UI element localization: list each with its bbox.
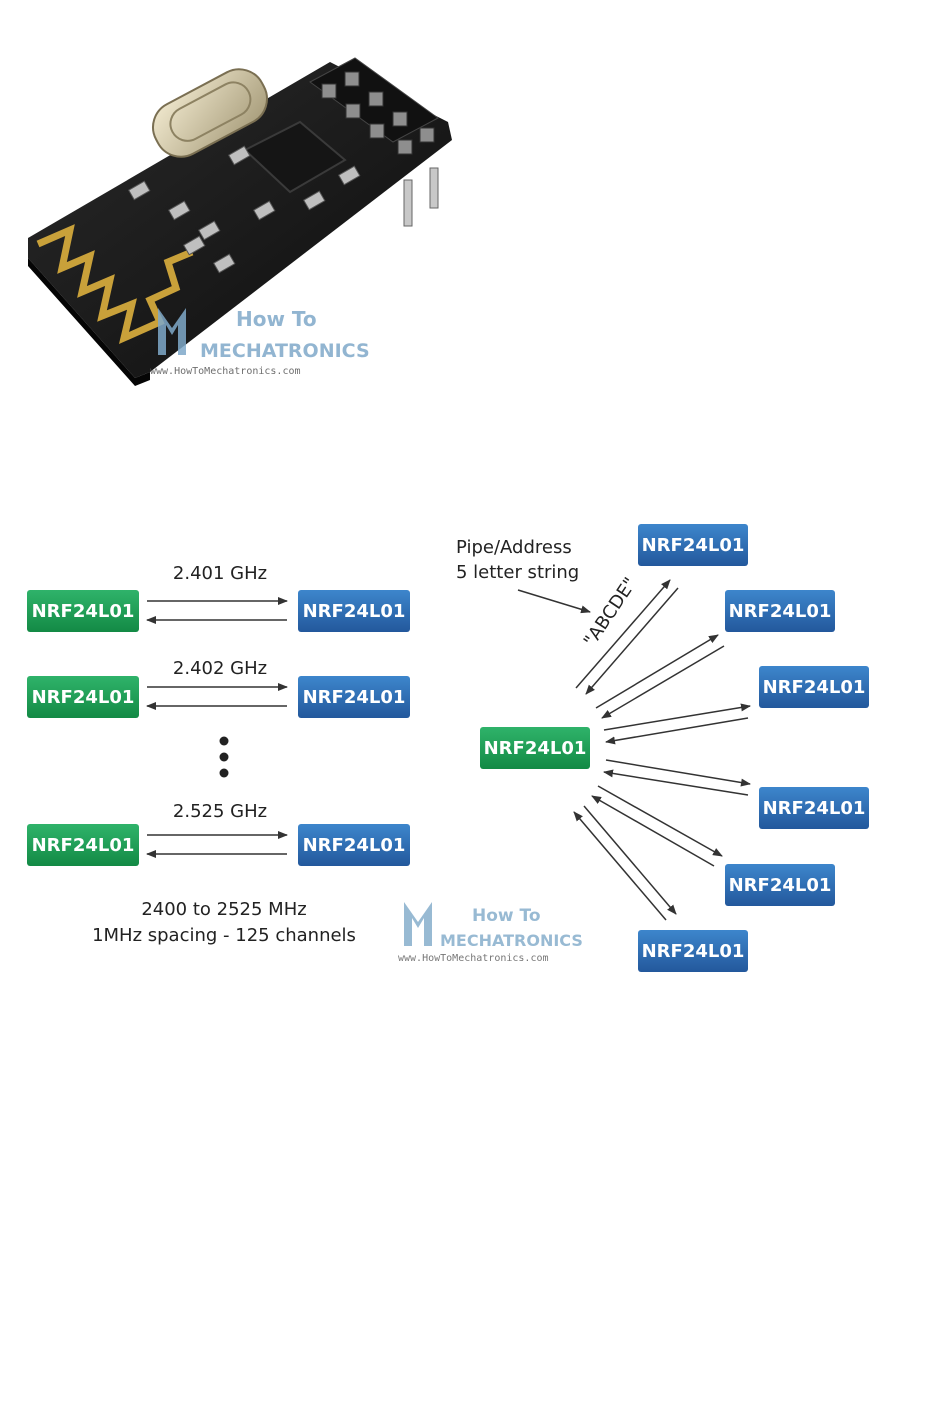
pipes-diagram: Pipe/Address 5 letter string "ABCDE" NRF…	[456, 524, 869, 972]
ellipsis-dots	[219, 736, 229, 778]
peer-nrf-box	[759, 666, 869, 708]
peer-nrf-box	[638, 524, 748, 566]
transceiver-chip	[243, 120, 347, 194]
peer-nrf-box	[759, 787, 869, 829]
peer-nrf-box	[725, 590, 835, 632]
peer-nrf-label: NRF24L01	[763, 677, 866, 698]
nrf-box-transmitter	[27, 590, 139, 632]
nrf-box-label: NRF24L01	[32, 835, 135, 856]
photo-watermark: How To MECHATRONICS www.HowToMechatronic…	[150, 307, 370, 377]
peer-nrf-label: NRF24L01	[729, 875, 832, 896]
channel-row: 2.401 GHz NRF24L01 NRF24L01	[27, 563, 410, 632]
peer-nrf-box	[638, 930, 748, 972]
diagram-watermark-line1: How To	[472, 906, 541, 926]
pcb-board	[28, 62, 452, 378]
pipe-note-line1: Pipe/Address	[456, 537, 572, 558]
smd-components	[128, 145, 361, 274]
photo-watermark-line1: How To	[236, 307, 317, 331]
mechatronics-logo-icon	[404, 902, 432, 946]
nrf-box-label: NRF24L01	[32, 687, 135, 708]
channels-diagram: 2.401 GHz NRF24L01 NRF24L01 2.402 GHz NR…	[27, 563, 410, 946]
nrf-box-transmitter	[27, 824, 139, 866]
channels-caption-line1: 2400 to 2525 MHz	[141, 899, 306, 920]
crystal-oscillator	[152, 68, 268, 158]
pipe-note-pointer-arrow	[517, 589, 591, 614]
central-nrf-box	[480, 727, 590, 769]
frequency-label: 2.525 GHz	[173, 801, 267, 822]
diagram-watermark-url: www.HowToMechatronics.com	[398, 953, 549, 964]
central-nrf-label: NRF24L01	[484, 738, 587, 759]
peer-nrf-label: NRF24L01	[642, 535, 745, 556]
frequency-label: 2.402 GHz	[173, 658, 267, 679]
pipe-arrows	[573, 579, 751, 921]
nrf24l01-module-photo: How To MECHATRONICS www.HowToMechatronic…	[28, 57, 452, 386]
nrf-box-receiver	[298, 824, 410, 866]
nrf-box-label: NRF24L01	[303, 601, 406, 622]
peer-nrf-label: NRF24L01	[763, 798, 866, 819]
photo-watermark-line2: MECHATRONICS	[200, 340, 370, 362]
nrf-box-label: NRF24L01	[303, 687, 406, 708]
peer-nrf-box	[725, 864, 835, 906]
photo-watermark-url: www.HowToMechatronics.com	[150, 366, 301, 377]
peer-nrf-label: NRF24L01	[729, 601, 832, 622]
nrf-box-receiver	[298, 590, 410, 632]
nrf-box-receiver	[298, 676, 410, 718]
antenna-trace	[36, 224, 194, 345]
diagram-watermark-line2: MECHATRONICS	[440, 931, 583, 950]
nrf-box-transmitter	[27, 676, 139, 718]
header-pins	[309, 57, 439, 227]
channel-row: 2.525 GHz NRF24L01 NRF24L01	[27, 801, 410, 866]
mechatronics-logo-icon	[158, 308, 186, 355]
peer-nrf-label: NRF24L01	[642, 941, 745, 962]
channels-caption-line2: 1MHz spacing - 125 channels	[92, 925, 356, 946]
nrf-box-label: NRF24L01	[32, 601, 135, 622]
frequency-label: 2.401 GHz	[173, 563, 267, 584]
pipe-note-line2: 5 letter string	[456, 562, 579, 583]
diagram-watermark: How To MECHATRONICS www.HowToMechatronic…	[398, 902, 583, 964]
channel-row: 2.402 GHz NRF24L01 NRF24L01	[27, 658, 410, 718]
nrf-box-label: NRF24L01	[303, 835, 406, 856]
